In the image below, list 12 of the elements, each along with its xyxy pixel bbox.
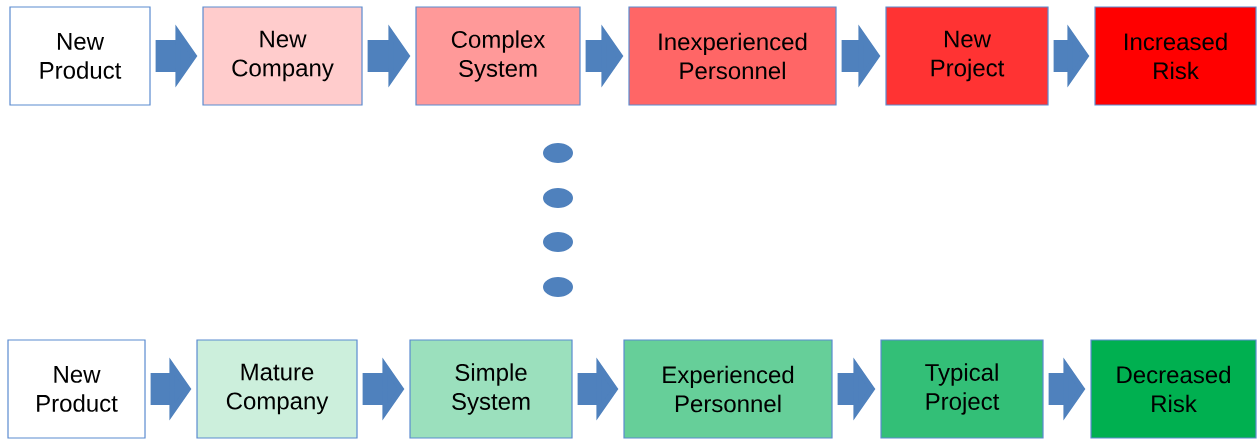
process-box: Experienced Personnel	[623, 339, 833, 439]
process-box: New Product	[7, 339, 146, 439]
process-box: Increased Risk	[1094, 6, 1257, 106]
process-box: New Company	[202, 6, 363, 106]
process-box: Inexperienced Personnel	[628, 6, 837, 106]
process-box: Simple System	[409, 339, 573, 439]
process-box: Complex System	[415, 6, 581, 106]
process-box: New Product	[9, 6, 151, 106]
process-box: New Project	[885, 6, 1049, 106]
process-box: Decreased Risk	[1090, 339, 1257, 439]
process-box: Typical Project	[880, 339, 1044, 439]
process-box: Mature Company	[196, 339, 358, 439]
